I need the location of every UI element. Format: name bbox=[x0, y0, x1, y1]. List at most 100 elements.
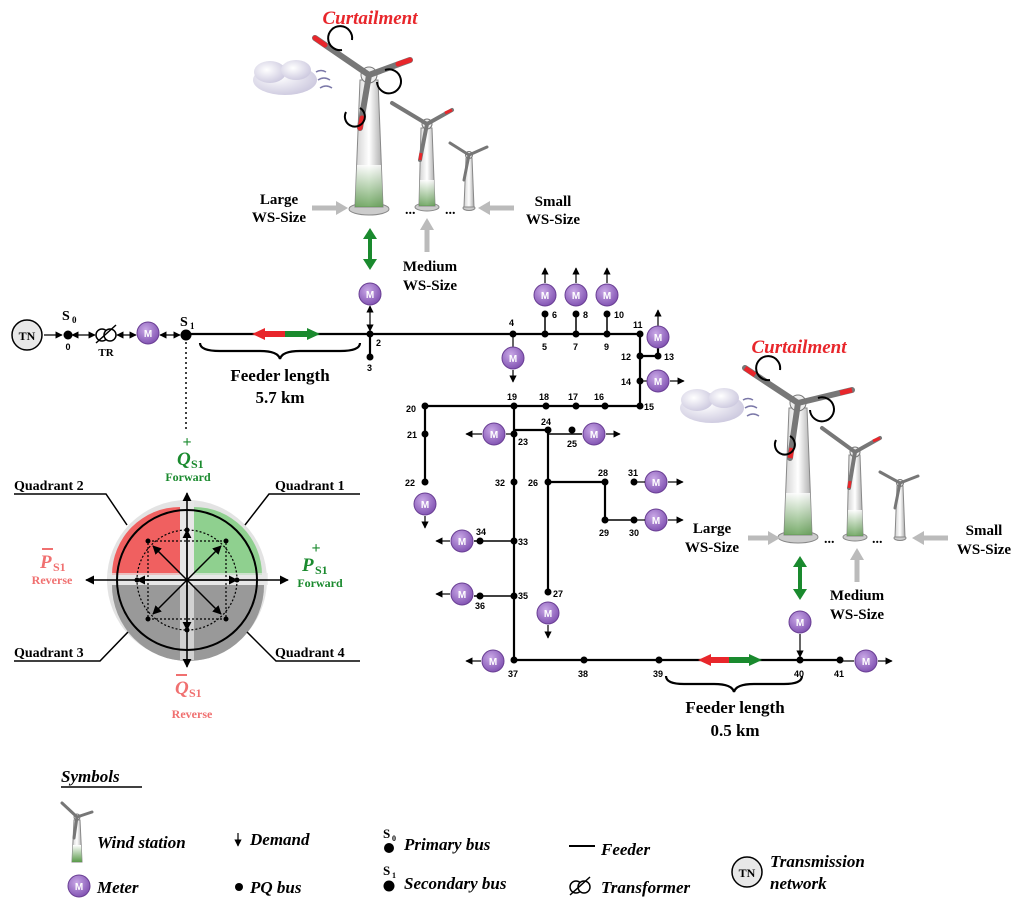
svg-text:...: ... bbox=[824, 532, 835, 547]
pq-quadrant-diagram: Quadrant 2 Quadrant 1 Quadrant 3 Quadran… bbox=[14, 434, 360, 721]
q-reverse-symbol: Q bbox=[175, 678, 189, 699]
small-wind-turbine-icon bbox=[878, 470, 920, 541]
network-nodes: M 2 3 4 M 5 6 M 7 8 M 9 10 bbox=[358, 267, 893, 679]
feeder-1-value: 5.7 km bbox=[255, 388, 304, 407]
svg-text:...: ... bbox=[872, 532, 883, 547]
svg-text:M: M bbox=[509, 354, 517, 365]
wind-station-icon bbox=[60, 801, 94, 863]
svg-text:+: + bbox=[311, 540, 320, 557]
svg-text:27: 27 bbox=[553, 589, 563, 599]
svg-text:2: 2 bbox=[376, 338, 381, 348]
svg-text:S: S bbox=[383, 826, 390, 841]
svg-text:23: 23 bbox=[518, 437, 528, 447]
q-reverse-word: Reverse bbox=[172, 707, 213, 721]
top-medium-label-2: WS-Size bbox=[403, 278, 458, 294]
svg-text:36: 36 bbox=[475, 601, 485, 611]
svg-text:M: M bbox=[652, 478, 660, 489]
svg-text:Transmission: Transmission bbox=[770, 852, 865, 871]
right-small-label-1: Small bbox=[966, 523, 1003, 539]
svg-text:41: 41 bbox=[834, 669, 844, 679]
p-forward-word: Forward bbox=[297, 576, 343, 590]
right-large-label-1: Large bbox=[693, 521, 732, 537]
svg-text:Meter: Meter bbox=[96, 878, 139, 897]
svg-text:M: M bbox=[654, 333, 662, 344]
svg-text:M: M bbox=[489, 657, 497, 668]
transformer-icon bbox=[95, 324, 117, 344]
cloud-icon bbox=[680, 388, 760, 423]
svg-text:21: 21 bbox=[407, 430, 417, 440]
svg-text:19: 19 bbox=[507, 392, 517, 402]
svg-text:13: 13 bbox=[664, 352, 674, 362]
svg-text:38: 38 bbox=[578, 669, 588, 679]
svg-text:5: 5 bbox=[542, 342, 547, 352]
svg-text:M: M bbox=[421, 500, 429, 511]
feeder-2-value: 0.5 km bbox=[710, 721, 759, 740]
p-forward-symbol: P bbox=[301, 555, 314, 576]
transmission-network-icon bbox=[11, 319, 43, 351]
svg-text:M: M bbox=[544, 609, 552, 620]
top-large-label-1: Large bbox=[260, 192, 299, 208]
svg-text:...: ... bbox=[405, 203, 416, 218]
svg-text:9: 9 bbox=[604, 342, 609, 352]
svg-text:29: 29 bbox=[599, 528, 609, 538]
svg-text:39: 39 bbox=[653, 669, 663, 679]
svg-text:16: 16 bbox=[594, 392, 604, 402]
svg-text:20: 20 bbox=[406, 404, 416, 414]
svg-text:M: M bbox=[862, 657, 870, 668]
right-small-label-2: WS-Size bbox=[957, 542, 1012, 558]
svg-text:S: S bbox=[180, 315, 188, 330]
svg-text:M: M bbox=[366, 290, 374, 301]
svg-text:12: 12 bbox=[621, 352, 631, 362]
svg-text:28: 28 bbox=[598, 468, 608, 478]
quadrant-4-label: Quadrant 4 bbox=[275, 646, 345, 661]
svg-text:Primary bus: Primary bus bbox=[403, 835, 491, 854]
svg-text:35: 35 bbox=[518, 591, 528, 601]
svg-text:S1: S1 bbox=[315, 563, 328, 577]
svg-text:M: M bbox=[654, 377, 662, 388]
svg-text:11: 11 bbox=[633, 320, 643, 330]
svg-text:TN: TN bbox=[739, 866, 756, 880]
top-wind-farm: Curtailment bbox=[252, 8, 581, 294]
svg-text:40: 40 bbox=[794, 669, 804, 679]
legend-title: Symbols bbox=[61, 767, 120, 786]
small-wind-turbine-icon bbox=[448, 141, 489, 211]
quadrant-3-label: Quadrant 3 bbox=[14, 646, 84, 661]
svg-text:37: 37 bbox=[508, 669, 518, 679]
svg-text:S1: S1 bbox=[53, 560, 66, 574]
svg-text:30: 30 bbox=[629, 528, 639, 538]
svg-text:0: 0 bbox=[392, 834, 396, 843]
medium-wind-turbine-icon bbox=[820, 426, 882, 542]
source-section: TN S 0 0 TR M S 1 bbox=[11, 309, 195, 430]
right-large-label-2: WS-Size bbox=[685, 540, 740, 556]
svg-text:M: M bbox=[458, 590, 466, 601]
svg-text:M: M bbox=[603, 291, 611, 302]
svg-text:M: M bbox=[572, 291, 580, 302]
feeder-1: Feeder length 5.7 km bbox=[198, 328, 362, 407]
svg-text:34: 34 bbox=[476, 527, 486, 537]
right-medium-label-2: WS-Size bbox=[830, 607, 885, 623]
svg-text:+: + bbox=[182, 434, 191, 451]
svg-text:M: M bbox=[590, 430, 598, 441]
svg-text:31: 31 bbox=[628, 468, 638, 478]
svg-text:Secondary bus: Secondary bus bbox=[404, 874, 507, 893]
svg-text:S1: S1 bbox=[189, 686, 202, 700]
svg-text:M: M bbox=[652, 516, 660, 527]
legend: Symbols Wind station Demand S 0 Primary … bbox=[60, 767, 865, 898]
cloud-icon bbox=[253, 60, 333, 95]
primary-bus-s0 bbox=[63, 330, 73, 340]
svg-text:M: M bbox=[490, 430, 498, 441]
svg-text:Wind station: Wind station bbox=[97, 833, 186, 852]
svg-text:Feeder: Feeder bbox=[600, 840, 650, 859]
quadrant-2-label: Quadrant 2 bbox=[14, 479, 84, 494]
q-forward-symbol: Q bbox=[177, 449, 191, 470]
svg-text:7: 7 bbox=[573, 342, 578, 352]
large-wind-turbine-icon bbox=[312, 25, 413, 216]
quadrant-1-label: Quadrant 1 bbox=[275, 479, 345, 494]
feeder-2-label: Feeder length bbox=[685, 698, 785, 717]
svg-text:Transformer: Transformer bbox=[601, 878, 690, 897]
svg-text:Demand: Demand bbox=[249, 830, 310, 849]
right-medium-label-1: Medium bbox=[830, 588, 885, 604]
svg-text:8: 8 bbox=[583, 310, 588, 320]
right-curtailment-label: Curtailment bbox=[751, 337, 847, 358]
